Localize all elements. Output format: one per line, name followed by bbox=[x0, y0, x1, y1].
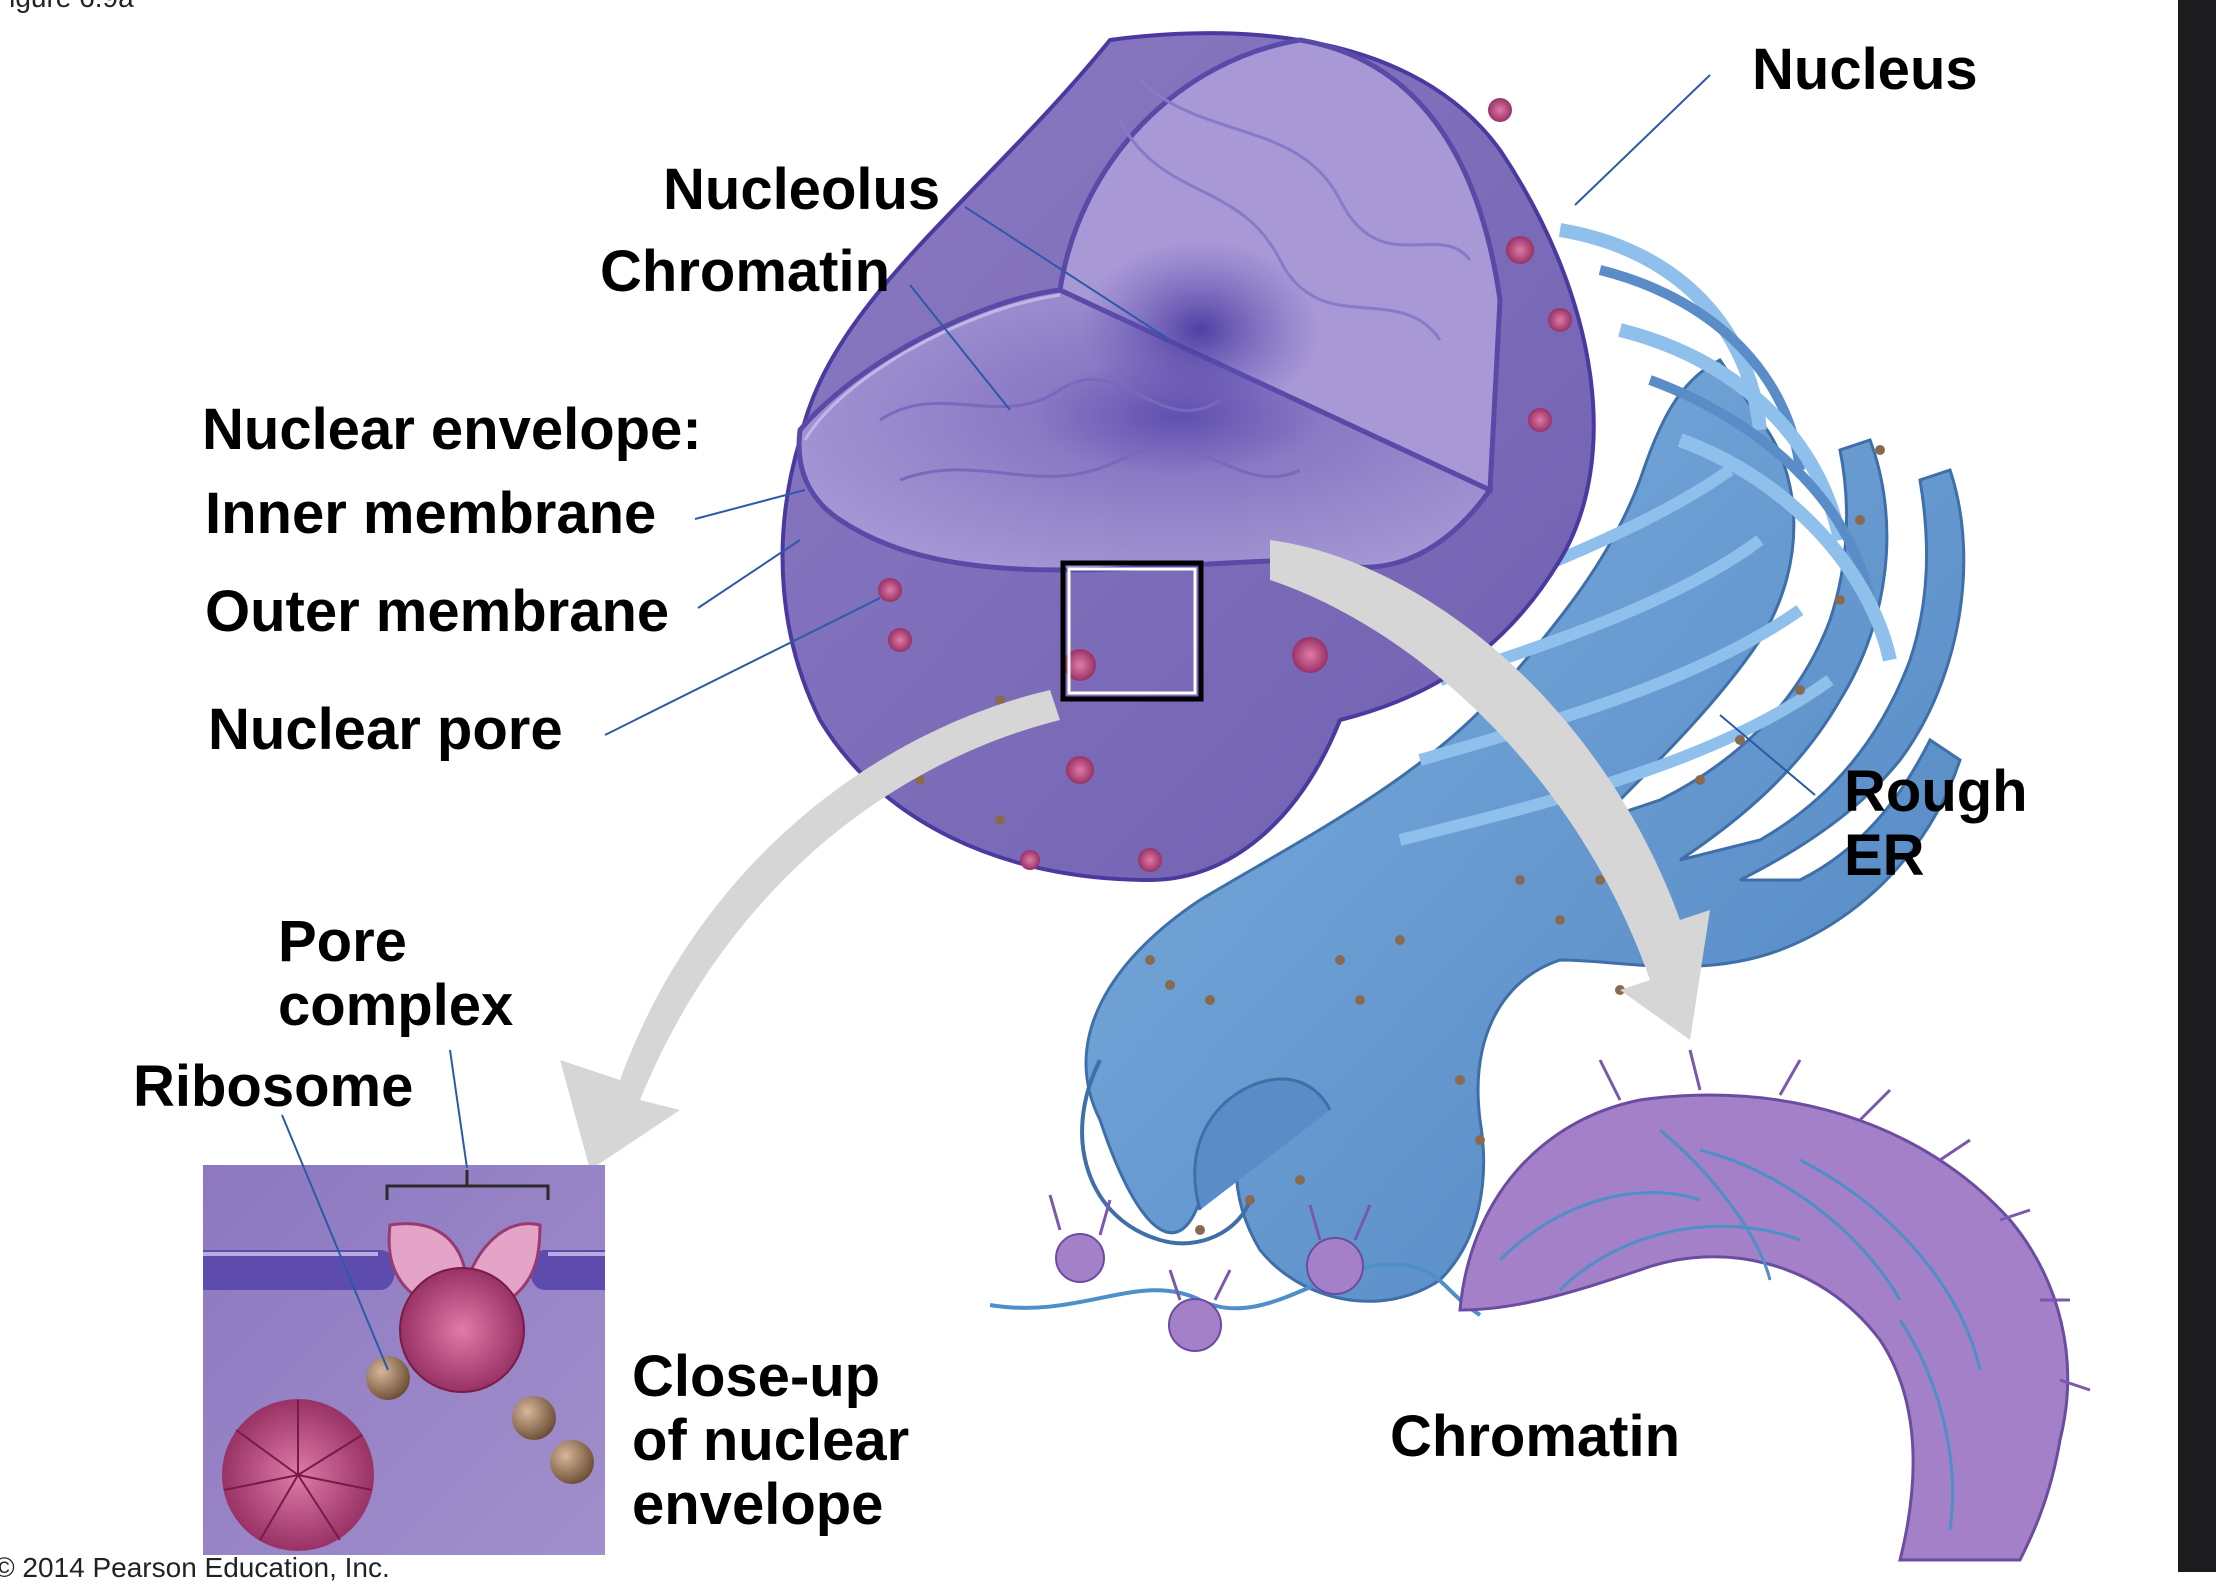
zoom-arrows bbox=[560, 540, 1710, 1170]
label-inner-membrane: Inner membrane bbox=[205, 481, 657, 546]
closeup-inset bbox=[203, 1165, 605, 1555]
label-ribosome: Ribosome bbox=[133, 1054, 414, 1119]
label-pore-complex: Pore complex bbox=[278, 909, 514, 1038]
label-rough-er: Rough ER bbox=[1844, 759, 2028, 888]
nucleus bbox=[780, 31, 1596, 883]
copyright-text: © 2014 Pearson Education, Inc. bbox=[0, 1552, 390, 1583]
side-bar bbox=[2178, 0, 2216, 1572]
label-chromatin-bottom: Chromatin bbox=[1390, 1404, 1680, 1469]
leader-pore-complex bbox=[449, 1049, 468, 1169]
label-nucleolus: Nucleolus bbox=[663, 157, 941, 222]
nucleus-diagram bbox=[203, 31, 2091, 1562]
leader-nucleus bbox=[1574, 74, 1711, 206]
label-closeup: Close-up of nuclear envelope bbox=[632, 1344, 910, 1537]
leader-outer-membrane bbox=[697, 539, 801, 609]
leader-inner-membrane bbox=[694, 489, 806, 520]
leader-rough-er bbox=[1719, 714, 1816, 796]
nuclear-pores bbox=[878, 98, 1572, 872]
figure-caption: Figure 6.9a bbox=[0, 0, 134, 14]
closeup-box bbox=[1060, 560, 1204, 702]
label-nuclear-pore: Nuclear pore bbox=[208, 697, 563, 762]
label-outer-membrane: Outer membrane bbox=[205, 579, 670, 644]
rough-er bbox=[1080, 223, 1966, 1303]
leader-nuclear-pore bbox=[604, 597, 881, 736]
label-nucleus: Nucleus bbox=[1752, 37, 1978, 102]
leader-lines bbox=[281, 74, 1816, 1371]
label-chromatin-top: Chromatin bbox=[600, 239, 890, 304]
leader-ribosome bbox=[281, 1114, 389, 1371]
leader-nucleolus bbox=[964, 206, 1171, 341]
leader-chromatin bbox=[909, 284, 1011, 411]
chromatin-fiber bbox=[989, 1049, 2091, 1562]
nucleolus-shape bbox=[1080, 240, 1320, 420]
label-nuclear-envelope: Nuclear envelope: bbox=[202, 397, 702, 462]
